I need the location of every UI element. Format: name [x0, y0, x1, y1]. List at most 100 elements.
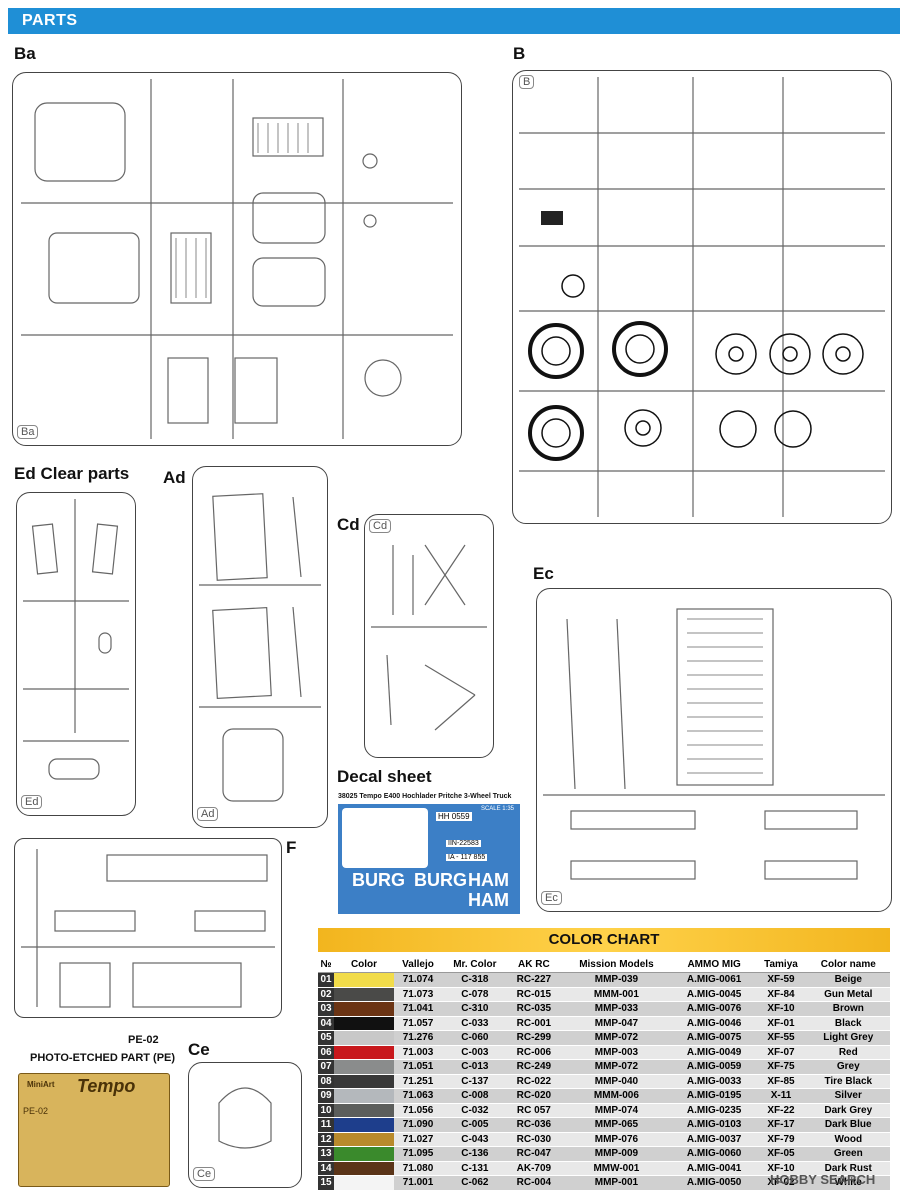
color-chart-header-7: Tamiya: [755, 956, 807, 973]
sprue-ba-drawing: [21, 79, 453, 439]
color-chart-cell-name: Dark Blue: [806, 1117, 890, 1133]
color-chart-cell-mission: MMP-076: [559, 1132, 673, 1147]
color-chart-cell-mission: MMP-047: [559, 1016, 673, 1031]
color-chart-cell-name: Black: [806, 1016, 890, 1031]
decal-sheet: 38025 Tempo E400 Hochlader Pritche 3-Whe…: [338, 790, 520, 914]
sprue-b: B: [512, 70, 892, 524]
color-chart-cell-vallejo: 71.080: [394, 1161, 443, 1176]
color-chart-title: COLOR CHART: [318, 928, 890, 952]
color-chart-cell-vallejo: 71.057: [394, 1016, 443, 1031]
color-swatch: [334, 1132, 394, 1147]
color-chart-cell-mr: C-003: [442, 1045, 508, 1060]
color-chart-cell-ammo: A.MIG-0195: [672, 1088, 756, 1104]
color-chart-cell-no: 09: [318, 1088, 334, 1104]
color-chart-cell-mr: C-078: [442, 987, 508, 1002]
color-chart-cell-mission: MMW-001: [559, 1161, 673, 1176]
color-swatch: [334, 1045, 394, 1060]
color-swatch: [334, 1030, 394, 1046]
section-label-ce: Ce: [188, 1040, 210, 1059]
color-chart-header-8: Color name: [806, 956, 890, 973]
color-chart-cell-vallejo: 71.027: [394, 1132, 443, 1147]
color-chart-cell-no: 04: [318, 1016, 334, 1031]
color-chart-cell-ak: RC-036: [507, 1117, 560, 1133]
color-chart-cell-mr: C-043: [442, 1132, 508, 1147]
color-swatch: [334, 1088, 394, 1104]
color-chart-cell-no: 01: [318, 972, 334, 988]
color-chart-cell-tamiya: X-11: [755, 1088, 807, 1104]
pe-brand: MiniArt: [27, 1080, 55, 1089]
color-chart-cell-mission: MMP-072: [559, 1059, 673, 1075]
color-chart-cell-ak: RC-047: [507, 1146, 560, 1162]
color-chart-cell-tamiya: XF-84: [755, 987, 807, 1002]
sprue-ed: Ed: [16, 492, 136, 816]
section-label-ec: Ec: [533, 564, 554, 583]
color-chart-cell-vallejo: 71.001: [394, 1175, 443, 1191]
section-label-ba: Ba: [14, 44, 36, 63]
color-chart-cell-name: White: [806, 1175, 890, 1191]
sprue-tag-ba: Ba: [17, 425, 39, 439]
decal-plate-1: HH 0559: [436, 812, 472, 821]
color-swatch: [334, 1016, 394, 1031]
color-chart-cell-mr: C-137: [442, 1074, 508, 1089]
sprue-ce-drawing: [218, 1087, 272, 1149]
color-chart-cell-no: 15: [318, 1175, 334, 1191]
color-chart-cell-no: 12: [318, 1132, 334, 1147]
sprue-b-drawing: [519, 77, 885, 517]
color-chart-cell-ak: RC 057: [507, 1103, 560, 1118]
color-chart-cell-tamiya: XF-10: [755, 1001, 807, 1017]
decal-burg-2: BURG: [414, 870, 467, 890]
color-chart-cell-mission: MMP-033: [559, 1001, 673, 1017]
color-chart-cell-name: Brown: [806, 1001, 890, 1017]
color-swatch: [334, 1001, 394, 1017]
color-chart-cell-ammo: A.MIG-0050: [672, 1175, 756, 1191]
color-swatch: [334, 1117, 394, 1133]
sprue-tag-b: B: [519, 75, 535, 89]
color-chart-cell-name: Wood: [806, 1132, 890, 1147]
color-chart-cell-ak: RC-227: [507, 972, 560, 988]
color-chart-cell-ammo: A.MIG-0060: [672, 1146, 756, 1162]
color-chart-cell-ammo: A.MIG-0235: [672, 1103, 756, 1118]
color-chart-cell-name: Red: [806, 1045, 890, 1060]
color-chart-cell-ammo: A.MIG-0037: [672, 1132, 756, 1147]
sprue-tag-ad: Ad: [197, 807, 219, 821]
color-chart-cell-tamiya: XF-22: [755, 1103, 807, 1118]
color-chart-cell-name: Light Grey: [806, 1030, 890, 1046]
sprue-tag-ce: Ce: [193, 1167, 216, 1181]
color-chart-cell-mr: C-033: [442, 1016, 508, 1031]
color-chart-cell-ammo: A.MIG-0045: [672, 987, 756, 1002]
sprue-tag-ed: Ed: [21, 795, 43, 809]
sprue-ce: Ce: [188, 1062, 302, 1188]
color-chart-cell-tamiya: XF-01: [755, 1016, 807, 1031]
color-chart-cell-ammo: A.MIG-0046: [672, 1016, 756, 1031]
color-chart-cell-vallejo: 71.051: [394, 1059, 443, 1075]
sprue-tag-cd: Cd: [369, 519, 392, 533]
color-chart-cell-no: 11: [318, 1117, 334, 1133]
decal-burg-1: BURG: [352, 870, 405, 890]
sprue-f-drawing: [21, 849, 275, 1008]
decal-scale: SCALE 1:35: [480, 806, 514, 812]
color-chart-cell-vallejo: 71.073: [394, 987, 443, 1002]
color-chart-cell-vallejo: 71.041: [394, 1001, 443, 1017]
color-chart-cell-ak: RC-035: [507, 1001, 560, 1017]
sprue-ec-drawing: [543, 608, 885, 880]
decal-wheel-stripes: [342, 808, 428, 868]
section-label-b: B: [513, 44, 526, 63]
color-chart-cell-name: Beige: [806, 972, 890, 988]
color-chart-cell-tamiya: XF-17: [755, 1117, 807, 1133]
color-chart-cell-mission: MMP-074: [559, 1103, 673, 1118]
color-chart-cell-name: Dark Rust: [806, 1161, 890, 1176]
color-chart-cell-ammo: A.MIG-0041: [672, 1161, 756, 1176]
color-chart-cell-mission: MMP-009: [559, 1146, 673, 1162]
color-chart-cell-tamiya: XF-75: [755, 1059, 807, 1075]
color-chart-cell-no: 06: [318, 1045, 334, 1060]
color-chart-header-5: Mission Models: [559, 956, 673, 973]
color-chart-cell-name: Dark Grey: [806, 1103, 890, 1118]
